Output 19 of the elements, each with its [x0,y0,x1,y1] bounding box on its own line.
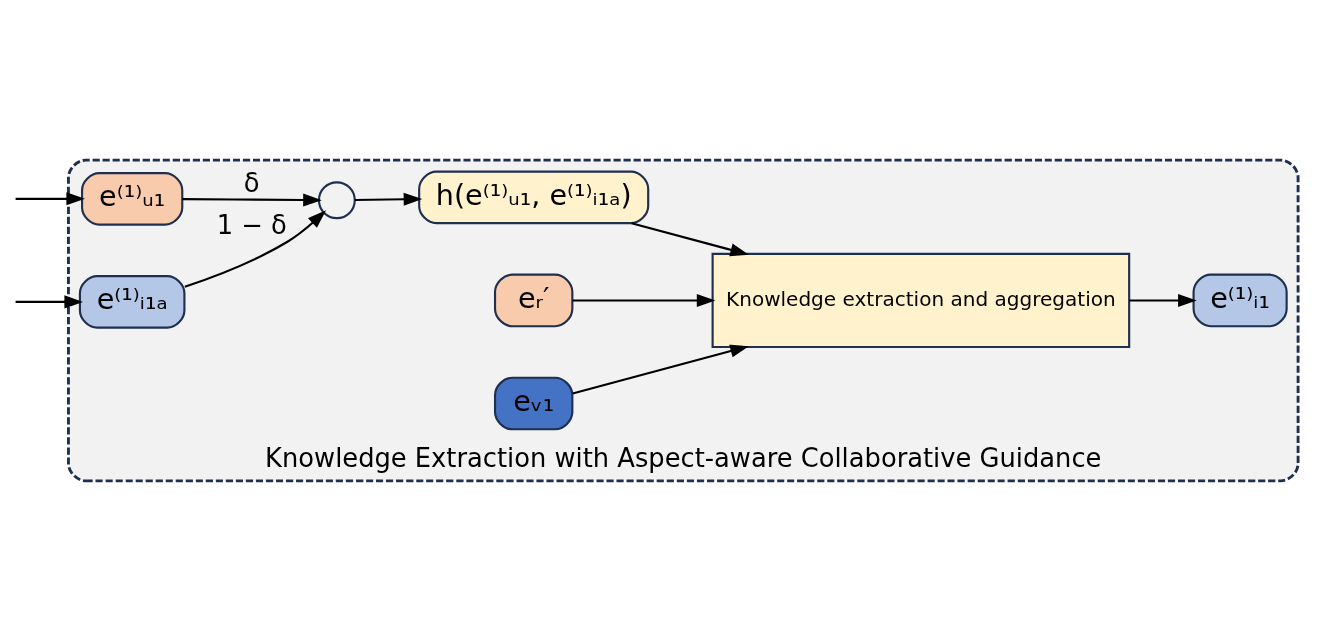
arrow [1129,293,1197,307]
node-box: eᵣ′ [493,273,574,327]
arrow [184,209,327,288]
arrow [182,193,322,207]
arrow [15,191,85,205]
arrow [572,293,716,307]
node-box: Knowledge extraction and aggregation [711,252,1131,348]
node-box: e⁽¹⁾ᵢ₁ₐ [78,274,186,329]
arrow [572,344,749,394]
node-box: h(e⁽¹⁾ᵤ₁, e⁽¹⁾ᵢ₁ₐ) [418,170,650,224]
arrow [631,221,749,256]
node-box: e⁽¹⁾ᵢ₁ [1192,273,1288,327]
edge-label: δ [243,167,260,198]
arrow [15,294,84,308]
arrow [354,192,423,206]
node-box: e⁽¹⁾ᵤ₁ [81,171,184,226]
node-circle [317,180,356,219]
edge-label: 1 − δ [216,209,287,240]
node-box: eᵥ₁ [493,376,574,430]
